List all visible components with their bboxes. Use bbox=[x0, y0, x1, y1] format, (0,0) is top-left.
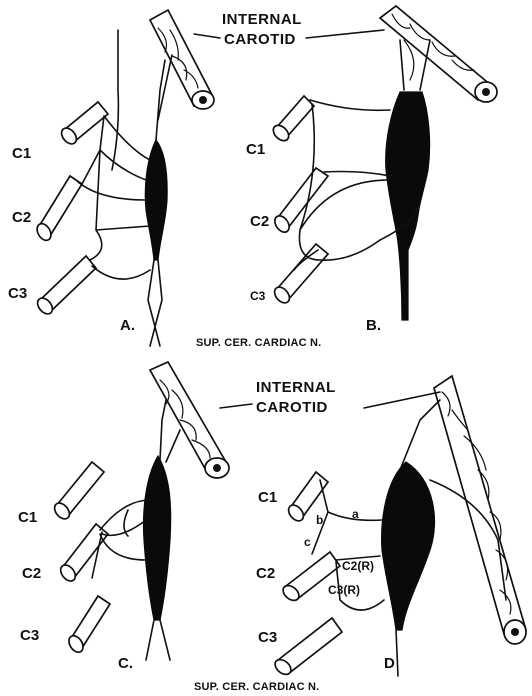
panel-c-c3-nerve bbox=[66, 596, 110, 655]
panel-a-c1-label: C1 bbox=[12, 145, 31, 162]
panel-a-title-line2: CAROTID bbox=[224, 31, 296, 48]
panel-d-carotid-artery bbox=[434, 376, 526, 644]
panel-b-c1-nerve bbox=[270, 96, 314, 144]
panel-d-branch-a-label: a bbox=[352, 507, 359, 521]
panel-c-c2-label: C2 bbox=[22, 565, 41, 582]
panel-d-c1-label: C1 bbox=[258, 489, 277, 506]
panel-d-title-leader-right bbox=[364, 392, 440, 408]
panel-a-sympathetic-trunk bbox=[112, 30, 118, 170]
panel-b: C1 C2 C3 B. bbox=[246, 6, 497, 334]
panel-a: C1 C2 C3 A. INTERNAL CAROTID SUP. CER. C… bbox=[8, 10, 384, 349]
panel-b-c2-label: C2 bbox=[250, 213, 269, 230]
panel-d-title-leader-left bbox=[220, 404, 252, 408]
panel-c-c3-label: C3 bbox=[20, 627, 39, 644]
panel-d-branch-b-label: b bbox=[316, 513, 323, 527]
panel-d: C1 C2 C3 a b c C2(R) C3(R) D INTERNAL CA… bbox=[220, 376, 526, 677]
panel-b-c2-nerve bbox=[272, 168, 328, 235]
panel-a-c3-nerve bbox=[35, 256, 96, 317]
panel-c-letter: C. bbox=[118, 655, 133, 672]
panel-c-c1-label: C1 bbox=[18, 509, 37, 526]
panel-d-letter: D bbox=[384, 655, 395, 672]
panel-c-caption: SUP. CER. CARDIAC N. bbox=[194, 681, 319, 693]
panel-a-superior-cervical-ganglion bbox=[145, 140, 167, 260]
panel-a-title-leader-right bbox=[306, 30, 384, 38]
panel-d-title-line2: CAROTID bbox=[256, 399, 328, 416]
panel-a-c2-nerve bbox=[34, 176, 82, 243]
panel-d-branch-c-label: c bbox=[304, 535, 311, 549]
panel-a-title-line1: INTERNAL bbox=[222, 11, 302, 28]
panel-c-c2-nerve bbox=[58, 524, 108, 584]
panel-b-c3-label: C3 bbox=[250, 289, 266, 303]
panel-a-c3-label: C3 bbox=[8, 285, 27, 302]
panel-d-superior-cervical-ganglion bbox=[382, 462, 435, 630]
panel-d-c3-label: C3 bbox=[258, 629, 277, 646]
panel-a-c2-label: C2 bbox=[12, 209, 31, 226]
panel-d-c2-label: C2 bbox=[256, 565, 275, 582]
panel-b-c3-nerve bbox=[272, 244, 328, 306]
panel-c-c1-nerve bbox=[52, 462, 104, 522]
panel-b-letter: B. bbox=[366, 317, 381, 334]
panel-d-c3r-label: C3(R) bbox=[328, 583, 360, 597]
panel-a-title-leader-left bbox=[194, 34, 220, 38]
panel-b-c1-label: C1 bbox=[246, 141, 265, 158]
panel-d-c3-nerve bbox=[272, 618, 342, 677]
panel-c-superior-cervical-ganglion bbox=[144, 456, 171, 620]
panel-a-caption: SUP. CER. CARDIAC N. bbox=[196, 337, 321, 349]
panel-b-carotid-artery bbox=[380, 6, 497, 102]
panel-b-superior-cervical-ganglion bbox=[386, 92, 430, 320]
panel-d-c2r-label: C2(R) bbox=[342, 559, 374, 573]
panel-a-letter: A. bbox=[120, 317, 135, 334]
panel-d-title-line1: INTERNAL bbox=[256, 379, 336, 396]
